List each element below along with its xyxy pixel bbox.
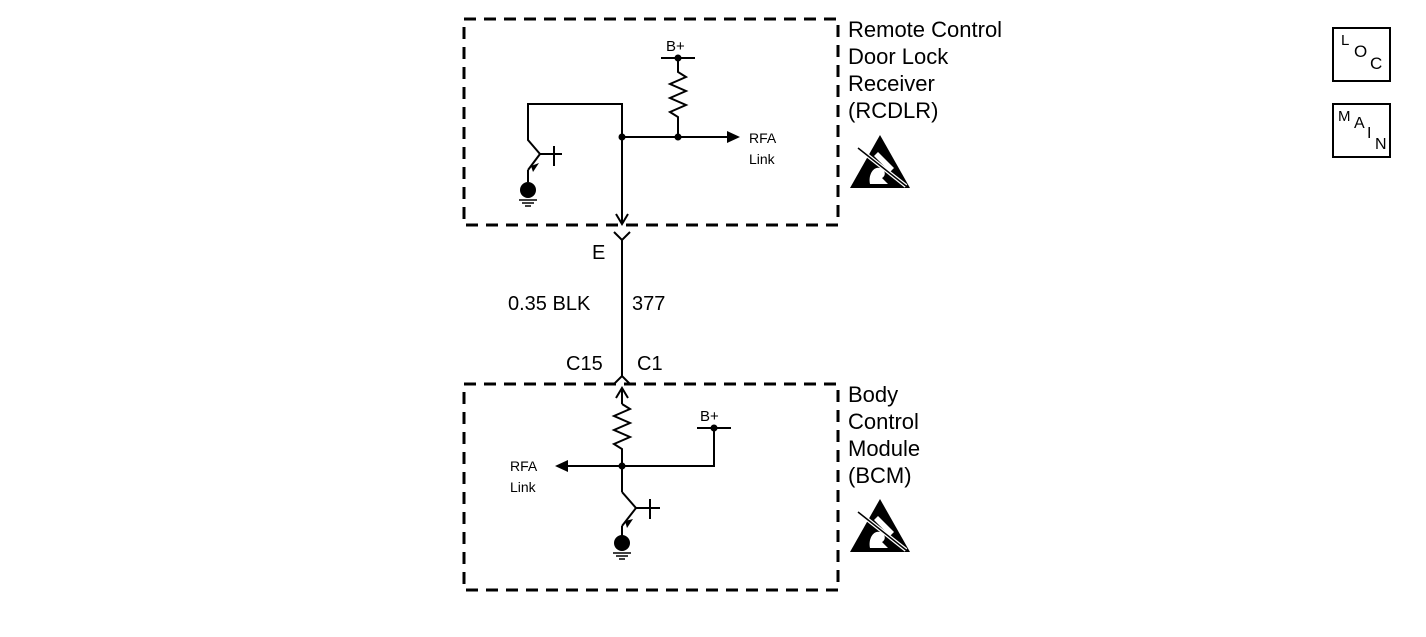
rcdlr-module-label: Remote Control Door Lock Receiver (RCDLR… [848,16,1002,124]
rcdlr-label-line: Receiver [848,71,935,96]
rcdlr-b-plus-supply: B+ [661,38,695,62]
rcdlr-connector-pin-label: E [592,242,605,264]
main-letter: N [1375,136,1387,153]
bcm-ground-icon [613,535,631,560]
loc-letter: C [1370,54,1383,73]
bcm-rfa-label-line1: RFA [510,458,538,474]
rcdlr-label-line: Door Lock [848,44,949,69]
main-letter: A [1354,115,1365,132]
loc-letter: L [1341,32,1350,49]
rcdlr-rfa-arrow [727,131,740,143]
bcm-module-label: Body Control Module (BCM) [848,381,920,489]
wire-circuit-number-label: 377 [632,293,665,315]
bcm-pullup-resistor [611,403,633,466]
rcdlr-rfa-label-line2: Link [749,151,776,167]
rcdlr-connector-e [613,231,631,242]
rcdlr-esd-warning-icon [848,133,912,190]
main-letter: M [1338,108,1351,125]
bcm-label-line: Module [848,436,921,461]
bcm-esd-warning-icon [848,497,912,554]
rcdlr-rfa-label-line1: RFA [749,130,777,146]
loc-letter: O [1354,42,1368,61]
rcdlr-label-line: Remote Control [848,17,1003,42]
rcdlr-label-line: (RCDLR) [848,98,939,123]
bcm-rfa-label-line2: Link [510,479,537,495]
bcm-label-line: Control [848,409,919,434]
main-letter: I [1367,125,1372,142]
main-button[interactable]: M A I N [1332,103,1391,158]
bcm-connector-label: C15 [566,353,603,375]
bcm-b-plus-label: B+ [700,408,719,425]
bcm-label-line: (BCM) [848,463,912,488]
bcm-label-line: Body [848,382,899,407]
location-button[interactable]: L O C [1332,27,1391,82]
rcdlr-pullup-resistor [667,58,689,137]
bcm-connector-c15 [613,374,631,385]
bcm-transistor [621,491,660,536]
rcdlr-b-plus-label: B+ [666,38,685,55]
rcdlr-transistor [527,146,562,182]
bcm-rfa-arrow [555,460,568,472]
rcdlr-ground-icon [519,182,537,207]
bcm-module-boundary [462,382,840,592]
bcm-connector-pin-label: C1 [637,353,663,375]
wire-gauge-color-label: 0.35 BLK [508,293,591,315]
bcm-b-plus-supply: B+ [697,408,731,432]
rcdlr-module-boundary [462,17,840,227]
